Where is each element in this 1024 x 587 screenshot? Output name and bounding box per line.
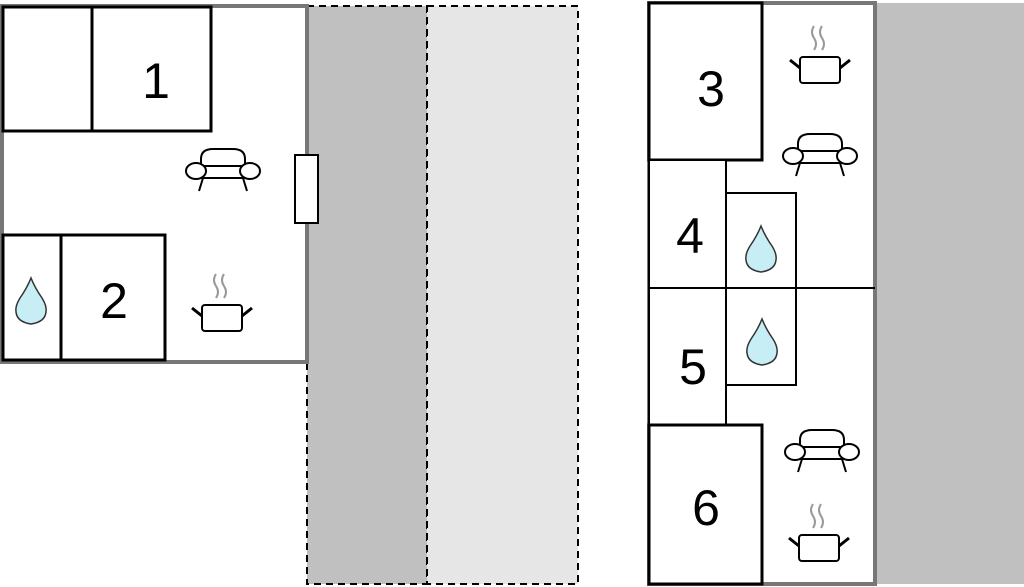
room-number-4: 4 bbox=[676, 208, 704, 264]
terrace-dark-right bbox=[875, 3, 1024, 584]
room-number-5: 5 bbox=[679, 339, 707, 395]
bedroom-3 bbox=[647, 1, 764, 162]
door-icon bbox=[294, 154, 319, 224]
terrace-light-left bbox=[426, 5, 579, 585]
room-number-2: 2 bbox=[100, 273, 128, 329]
room-number-3: 3 bbox=[697, 61, 725, 117]
room-number-1: 1 bbox=[142, 53, 170, 109]
bedroom-2 bbox=[59, 233, 167, 362]
bedroom-1 bbox=[90, 5, 213, 133]
bedroom-5 bbox=[648, 287, 727, 426]
room-number-6: 6 bbox=[692, 480, 720, 536]
bedroom-1-closet bbox=[1, 5, 94, 133]
terrace-dark-left bbox=[306, 5, 428, 585]
bedroom-6 bbox=[647, 423, 764, 586]
